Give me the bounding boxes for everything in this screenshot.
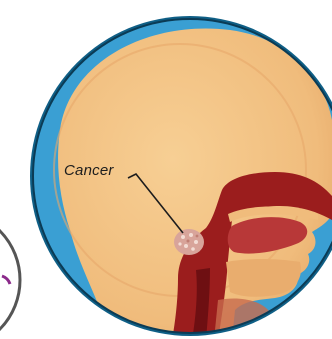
cancer-label: Cancer (64, 162, 114, 179)
left-badge (0, 210, 20, 339)
tumor (174, 229, 204, 255)
